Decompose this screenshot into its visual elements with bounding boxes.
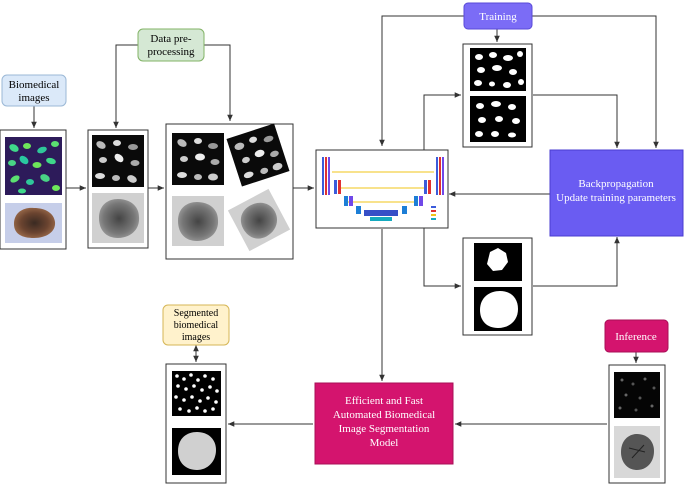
biomedical-label-line2: images (18, 92, 49, 104)
data-preprocessing-label: Data pre- processing (137, 28, 205, 62)
preprocessing-label-line1: Data pre- (150, 33, 192, 45)
augmented-lesion-image (172, 196, 224, 246)
training-mask-cells (470, 48, 526, 91)
backpropagation-title: Backpropagation (578, 178, 654, 190)
segmented-lesion-mask (172, 428, 221, 475)
inference-label: Inference (604, 319, 669, 353)
training-masks-panel (462, 43, 533, 148)
fluorescent-cells-image (5, 137, 62, 195)
inference-images-panel (608, 364, 666, 484)
predicted-masks-panel (462, 237, 533, 336)
segmented-output-panel (165, 363, 227, 484)
predicted-mask-small (474, 243, 522, 281)
grayscale-cells-image (92, 135, 144, 187)
grayscale-lesion-image (92, 193, 144, 243)
segmented-label-line1: Segmented (174, 308, 218, 319)
model-label-line2: Automated Biomedical (333, 409, 435, 421)
rotated-cells-image (226, 123, 290, 187)
connectors (31, 15, 659, 427)
unet-architecture-image (315, 149, 449, 229)
segmented-label-line3: images (182, 332, 210, 343)
inference-cells-image (614, 372, 660, 418)
model-label-line3: Image Segmentation (339, 423, 430, 435)
skin-lesion-image (5, 203, 62, 243)
training-label: Training (463, 2, 533, 30)
backpropagation-box: Backpropagation Update training paramete… (549, 149, 684, 237)
segmented-label-line2: biomedical (174, 320, 219, 331)
biomedical-images-label: Biomedical images (1, 74, 67, 107)
preprocessed-images-panel (87, 129, 149, 249)
model-label-line1: Efficient and Fast (345, 395, 423, 407)
training-text: Training (479, 11, 517, 23)
segmented-images-label: Segmented biomedical images (162, 304, 230, 346)
segmentation-model-box: Efficient and Fast Automated Biomedical … (314, 382, 454, 465)
backpropagation-subtitle: Update training parameters (556, 192, 676, 204)
inference-lesion-image (614, 426, 660, 478)
augmented-cells-image (172, 133, 224, 185)
rotated-lesion-image (227, 188, 291, 252)
model-label-line4: Model (370, 437, 399, 449)
inference-text: Inference (615, 331, 657, 343)
segmented-cells-mask (172, 371, 221, 416)
biomedical-label-line1: Biomedical (9, 79, 60, 91)
input-images-panel (0, 129, 67, 250)
preprocessing-label-line2: processing (147, 46, 195, 58)
augmented-images-panel (165, 123, 294, 260)
predicted-mask-large (474, 287, 522, 331)
training-mask-cells-2 (470, 96, 526, 142)
